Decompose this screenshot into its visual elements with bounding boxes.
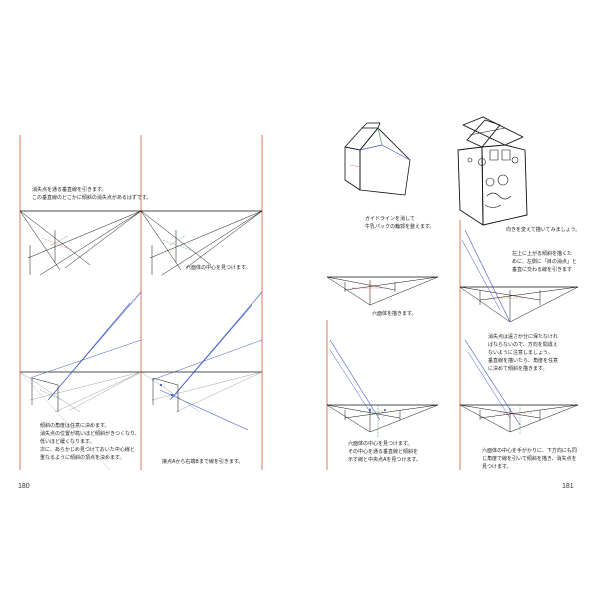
caption-line: 六面体の中心を手がかりに、下方向にも同 (482, 448, 577, 454)
caption-line: じ角度で線を引いて傾斜を描き、消失点を (482, 456, 577, 462)
caption-line: 示す線と中央点Aを見つけます。 (348, 457, 421, 463)
caption-line: 六面体の中心を見つけます。 (348, 441, 413, 447)
panel-left-1 (19, 210, 142, 276)
caption-right-2: 向きを変えて描いてみましょう。 (506, 226, 580, 234)
caption-right-6: 六面体の中心を見つけます。 その中心を通る垂直線と傾斜を 示す線と中央点Aを見つ… (348, 440, 421, 464)
panel-right-3 (326, 339, 439, 437)
right-vertical-guides (326, 220, 461, 470)
milk-carton-illustration (457, 116, 528, 226)
caption-left-2: 六面体の中心を見つけます。 (186, 264, 251, 272)
caption-left-4: 接点Aから右端Bまで線を引きます。 (162, 458, 243, 466)
left-page: 消失点を通る垂直線を引きます。 この垂直線のどこかに傾斜の消失点があるはずです。… (18, 186, 251, 490)
caption-line: 向きを変えて描いてみましょう。 (506, 227, 581, 233)
caption-line: 六面体の中心を見つけます。 (186, 265, 251, 271)
caption-right-5: 消失点は遠さが分に保たなけれ ばならないので、方向を間違え ないように注意しまし… (488, 333, 558, 373)
caption-right-4: 六面体を描きます。 (372, 310, 417, 318)
caption-line: 左上に上がる傾斜を描くた (512, 251, 573, 257)
caption-line: 六面体を描きます。 (372, 311, 417, 317)
caption-line: 牛乳パックの輪郭を整えます。 (365, 224, 435, 230)
panel-left-2 (140, 210, 263, 276)
caption-line: 低いほど緩くなります。 (40, 439, 95, 445)
caption-line: 重なるように傾斜の頂点を決めます。 (40, 455, 125, 461)
caption-line: その中心を通る垂直線と傾斜を (348, 449, 419, 455)
right-page: ガイドラインを消して 牛乳パックの輪郭を整えます。 向きを変えて描いてみましょう… (300, 0, 600, 600)
caption-line: 接点Aから右端Bまで線を引きます。 (162, 459, 244, 465)
page-number-left: 180 (18, 483, 30, 490)
caption-right-7: 六面体の中心を手がかりに、下方向にも同 じ角度で線を引いて傾斜を描き、消失点を … (482, 447, 577, 471)
caption-line: ばならないので、方向を間違え (488, 342, 558, 348)
caption-line: 垂直に交わる線を引きます (512, 267, 573, 273)
caption-line: 消失点を通る垂直線を引きます。 (32, 187, 107, 193)
caption-line: ないように注意しましょう。 (488, 350, 553, 356)
panel-right-2 (459, 229, 579, 323)
page-number-right: 181 (562, 483, 574, 490)
caption-line: めに、左側に「目の消点」と (512, 259, 577, 265)
panel-left-3 (19, 291, 142, 471)
panel-left-4 (140, 291, 263, 431)
panel-right-4 (459, 339, 579, 435)
caption-line: 消失点は遠さが分に保たなけれ (488, 334, 559, 340)
milk-carton-outline (344, 122, 411, 196)
left-vertical-guides (19, 135, 263, 470)
caption-line: 傾斜の角度は任意に決めます。 (40, 423, 110, 429)
caption-line: 消失点の位置が高いほど傾斜がきつくなり、 (40, 431, 140, 437)
caption-line: ガイドラインを消して (365, 216, 415, 222)
panel-right-1 (326, 276, 439, 306)
caption-line: に決めて傾斜を描きます。 (488, 366, 548, 372)
caption-left-3: 傾斜の角度は任意に決めます。 消失点の位置が高いほど傾斜がきつくなり、 低いほど… (40, 422, 140, 462)
caption-line: 次に、あらかじめ見つけておいた中心線と (40, 447, 135, 453)
caption-line: この垂直線のどこかに傾斜の消失点があるはずです。 (32, 195, 152, 201)
caption-right-1: ガイドラインを消して 牛乳パックの輪郭を整えます。 (365, 215, 435, 231)
caption-line: 見つけます。 (482, 464, 512, 470)
caption-line: 垂直線を描いたら、角度を任意 (488, 358, 559, 364)
caption-left-1: 消失点を通る垂直線を引きます。 この垂直線のどこかに傾斜の消失点があるはずです。 (32, 186, 151, 202)
caption-right-3: 左上に上がる傾斜を描くた めに、左側に「目の消点」と 垂直に交わる線を引きます (512, 250, 577, 274)
